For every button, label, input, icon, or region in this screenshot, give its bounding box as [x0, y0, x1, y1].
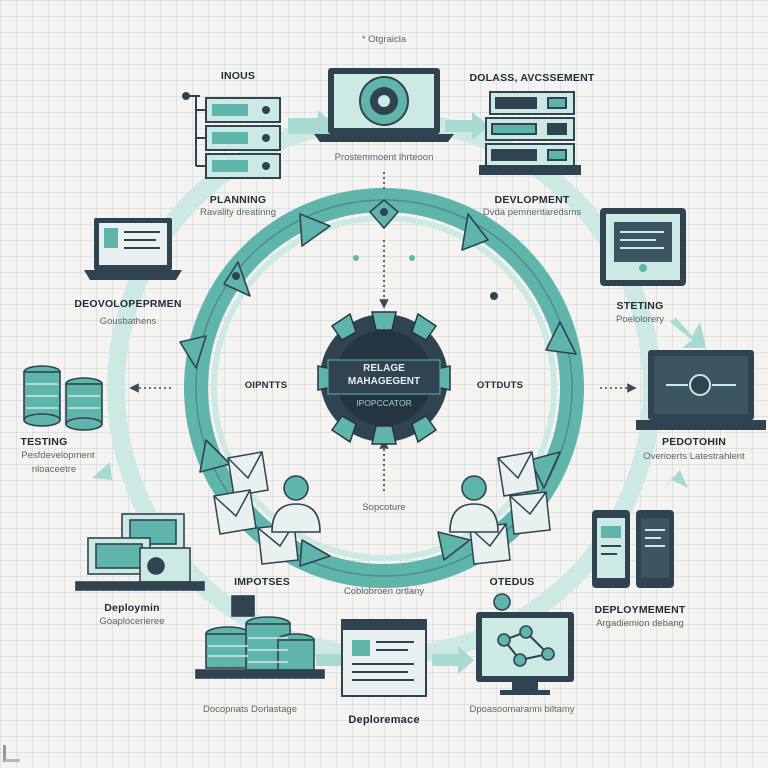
ring-arrowhead-2: [461, 213, 489, 251]
ring-arrowhead-4: [529, 451, 561, 489]
cycle-left-label: OIPNTTS: [244, 380, 288, 391]
development-left-sub: Gousbathens: [99, 316, 157, 327]
imptoses-title: IMPOTSES: [234, 576, 290, 588]
bottom-right-sub: Dpoasoomaranni biltamy: [469, 704, 575, 715]
ring-doc-2: [213, 489, 257, 535]
ring-node-dot-2: [490, 292, 498, 300]
planning-sub: Ravality dreatinng: [199, 207, 277, 218]
cash-stacks-icon: [195, 595, 325, 679]
ring-people: [271, 475, 499, 533]
release-title: DOLASS, AVCSSEMENT: [469, 72, 595, 84]
arrow-to-release: [445, 112, 490, 140]
ring-node-dot-4: [409, 255, 415, 261]
development-left-title: DEOVOLOPEPRMEN: [74, 298, 182, 310]
ring-arrowhead-3: [545, 321, 577, 355]
deploymin-sub: Goaplocerieree: [99, 616, 165, 627]
ring-nodes: [232, 198, 498, 300]
person-left-body: [271, 503, 321, 533]
planning-title: PLANNING: [209, 194, 267, 206]
testing-sub-2: nloaceetre: [31, 464, 77, 475]
steting-sub: Poelolorery: [615, 314, 665, 325]
tablet-icon: [600, 208, 686, 286]
money-pile-icon: [75, 513, 205, 591]
person-right-head: [461, 475, 487, 501]
testing-title: TESTING: [20, 436, 68, 448]
arrow-left-up: [92, 462, 112, 480]
otedus-title: OTEDUS: [489, 576, 535, 588]
development-tr-sub: Dvda pemnentaredsms: [482, 207, 582, 218]
arrow-to-pedotoin: [670, 318, 706, 348]
document-window-icon: [341, 619, 427, 697]
cycle-right-label: OTTDUTS: [476, 380, 524, 391]
deploymin-title: Deploymin: [104, 602, 160, 614]
center-title-line-1: RELAGE: [363, 363, 405, 374]
ring-documents: [213, 451, 551, 565]
bottom-center-title: Deploremace: [348, 714, 420, 726]
monitor-target-icon: [314, 68, 454, 142]
ring-node-dot-3: [353, 255, 359, 261]
network-monitor-icon: [476, 593, 574, 695]
center-gear: [317, 311, 451, 445]
corner-mark: [3, 745, 20, 762]
ring-arrowhead-6: [299, 539, 331, 567]
server-stack-icon: [182, 92, 281, 179]
monitor-top-sub: Prostemmoent lhrteoon: [334, 152, 434, 163]
person-left-head: [283, 475, 309, 501]
center-title-line-2: MAHAGEGENT: [347, 376, 421, 387]
coin-stacks-icon: [23, 365, 103, 431]
mobile-phones-icon: [592, 510, 674, 588]
steting-title: STETING: [616, 300, 664, 312]
bottom-left-sub: Docopnats Dorlastage: [203, 704, 297, 715]
pedotoin-sub: Overioerts Latestrahlent: [643, 451, 745, 462]
top-note: * Otgraicla: [361, 34, 407, 45]
testing-sub-1: Pesfdevelopment: [21, 450, 95, 461]
center-bottom-sub: Coblobroen ortlany: [343, 586, 425, 597]
ring-arrowhead-8: [179, 335, 207, 369]
server-rack-icon: [479, 91, 581, 175]
ring-doc-4: [497, 451, 539, 497]
deploymement-right-sub: Argadiemion debang: [596, 618, 684, 629]
arrow-to-right-monitor: [432, 646, 474, 674]
ring-doc-1: [227, 451, 269, 497]
inputs-top-title: INOUS: [220, 70, 256, 82]
deploymement-right-title: DEPLOYMEMENT: [594, 604, 686, 616]
person-right-body: [449, 503, 499, 533]
ring-arrowhead-5: [437, 531, 471, 561]
laptop-icon: [84, 218, 182, 280]
dotted-connectors: [129, 172, 637, 492]
pedotoin-title: PEDOTOHIN: [661, 436, 727, 448]
cycle-bottom-label: Sopcoture: [362, 502, 406, 513]
wide-monitor-icon: [636, 350, 766, 430]
development-tr-title: DEVLOPMENT: [494, 194, 570, 206]
ring-arrowhead-1: [299, 213, 331, 247]
ring-arrowhead-7: [199, 439, 231, 473]
ring-node-dot-1: [232, 272, 240, 280]
center-sub: IPOPCCATOR: [356, 398, 412, 408]
outer-connector-arrows: [92, 110, 706, 674]
arrow-right-up: [662, 470, 688, 490]
center-title: RELAGE MAHAGEGENT: [348, 362, 420, 388]
